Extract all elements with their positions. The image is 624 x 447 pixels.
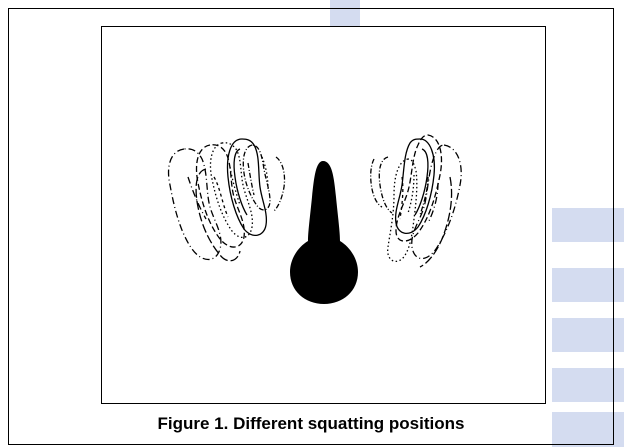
footprint-dotted	[209, 142, 254, 238]
squatting-positions-diagram	[167, 134, 462, 304]
footprint-long-dash	[419, 176, 453, 268]
background-stripe	[552, 412, 624, 447]
footprint-dashdot	[167, 148, 222, 261]
background-stripe	[552, 208, 624, 242]
footprint-solid	[394, 138, 436, 234]
figure-caption: Figure 1. Different squatting positions	[157, 414, 465, 433]
background-stripe	[552, 268, 624, 302]
right-footprints	[370, 134, 462, 268]
background-stripe	[330, 0, 360, 30]
left-footprints	[167, 138, 286, 262]
footprint-dotted	[387, 158, 418, 262]
outer-frame	[8, 8, 614, 445]
toilet-pan-icon	[290, 161, 358, 304]
footprint-long-dash	[195, 168, 241, 262]
background-stripe	[552, 368, 624, 402]
figure-panel	[101, 26, 546, 404]
footprint-small-dashdot	[378, 156, 393, 214]
footprint-dashed	[195, 144, 245, 248]
footprint-dashdot	[411, 144, 462, 260]
footprint-dashed	[395, 134, 443, 242]
footprint-small-dashdot	[242, 144, 271, 211]
footprint-solid	[226, 138, 268, 236]
background-stripe	[552, 318, 624, 352]
